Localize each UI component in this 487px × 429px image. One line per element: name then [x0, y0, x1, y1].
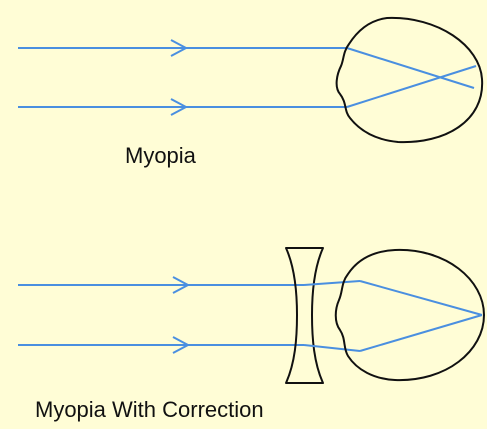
myopia-with-correction-label: Myopia With Correction: [35, 399, 264, 421]
myopia-label: Myopia: [125, 145, 196, 167]
